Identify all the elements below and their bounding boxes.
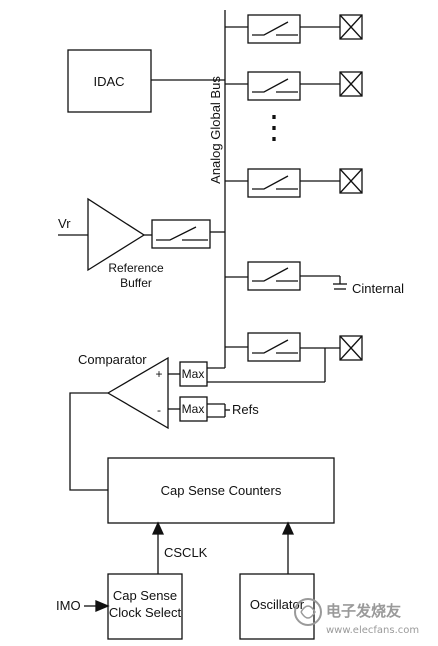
vdots-icon: ⋮ xyxy=(258,109,290,145)
comparator-triangle xyxy=(106,356,169,430)
watermark: 电子发烧友 www.elecfans.com xyxy=(294,598,419,636)
pin-2 xyxy=(339,71,363,97)
comparator-label: Comparator xyxy=(78,352,147,367)
switch-3 xyxy=(247,168,301,198)
clock-select-label-1: Cap Sense xyxy=(113,588,177,603)
switch-5 xyxy=(247,332,301,362)
max-top-label: Max xyxy=(182,367,205,381)
watermark-name: 电子发烧友 xyxy=(326,602,401,620)
oscillator-block xyxy=(239,573,315,640)
csclk-label: CSCLK xyxy=(164,545,208,560)
minus-sign: - xyxy=(157,403,161,417)
watermark-url: www.elecfans.com xyxy=(326,625,419,636)
comparator-output-wire xyxy=(69,392,108,491)
plus-sign: + xyxy=(155,367,162,381)
cap-sense-counters-block xyxy=(107,457,335,524)
reference-buffer-triangle xyxy=(87,197,146,272)
imo-label: IMO xyxy=(56,598,81,613)
watermark-logo-icon xyxy=(294,598,322,626)
max-bottom-label: Max xyxy=(182,402,205,416)
oscillator-arrow xyxy=(281,521,295,535)
clock-select-label-2: Clock Select xyxy=(109,605,182,620)
buffer-switch xyxy=(151,219,211,249)
cinternal-label: Cinternal xyxy=(352,281,404,296)
imo-arrow xyxy=(95,600,110,612)
csclk-arrow xyxy=(151,521,165,535)
pin-3 xyxy=(339,168,363,194)
switch-1-contact xyxy=(252,21,289,36)
pin-1 xyxy=(339,14,363,40)
reference-buffer-label-2: Buffer xyxy=(120,276,152,290)
switch-2 xyxy=(247,71,301,101)
idac-label: IDAC xyxy=(93,74,124,89)
cap-sense-counters-label: Cap Sense Counters xyxy=(161,483,282,498)
pin-5 xyxy=(339,335,363,361)
oscillator-label: Oscillator xyxy=(250,597,305,612)
vr-label: Vr xyxy=(58,216,71,231)
refs-label: Refs xyxy=(232,402,259,417)
switch-1 xyxy=(247,14,301,44)
idac-block xyxy=(67,49,152,113)
reference-buffer-label-1: Reference xyxy=(108,261,164,275)
bus-label: Analog Global Bus xyxy=(208,76,223,184)
